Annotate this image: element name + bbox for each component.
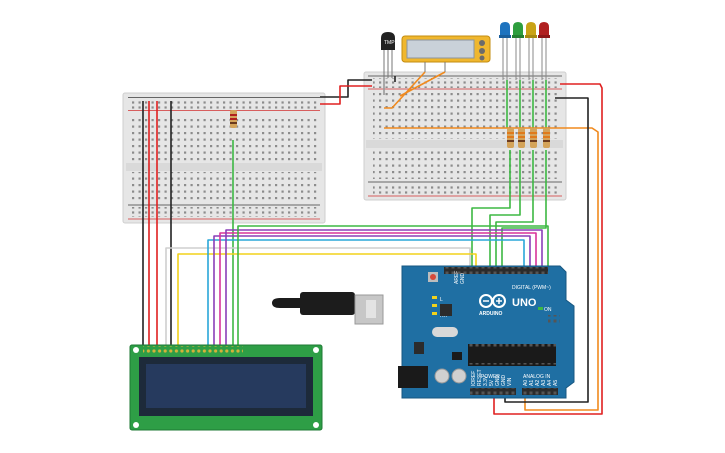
lcd-screen	[146, 364, 306, 408]
lcd-16x2[interactable]	[129, 344, 323, 431]
sensor-label: TMP	[384, 40, 395, 46]
wire-pink-lcd[interactable]	[219, 232, 537, 345]
pin-3v3-label: 3.3V	[483, 375, 489, 386]
usb-cable[interactable]	[272, 292, 384, 325]
pin-a1-label: A1	[529, 380, 535, 386]
pin-vin-label: VIN	[507, 377, 513, 386]
pin-gnd2-label: GND	[501, 375, 507, 387]
wire-red-bridge[interactable]	[320, 85, 372, 105]
pin-gnd1-label: GND	[495, 375, 501, 387]
wire-orange-display[interactable]	[399, 71, 446, 97]
digital-label: DIGITAL (PWM~)	[512, 285, 551, 291]
led-l-label: L	[440, 297, 443, 303]
breadboard-right	[363, 71, 567, 201]
microcontroller	[468, 344, 556, 366]
led-yellow[interactable]	[525, 22, 537, 80]
lcd-pin-header	[143, 346, 243, 353]
pin-a4-label: A4	[547, 380, 553, 386]
wire-green-led4[interactable]	[501, 150, 547, 268]
crystal	[432, 327, 458, 337]
wire-yellow-lcd[interactable]	[177, 253, 477, 345]
wire-green-led3[interactable]	[495, 150, 534, 268]
resistor-3[interactable]	[530, 128, 537, 148]
wire-blue-lcd[interactable]	[207, 239, 525, 345]
wire-green-led2[interactable]	[489, 150, 521, 268]
pin-a5-label: A5	[553, 380, 559, 386]
wire-purple-lcd2[interactable]	[225, 229, 543, 345]
power-pin-labels: IOREF RESET 3.3V 5V GND GND VIN	[471, 369, 513, 386]
wire-black-bridge[interactable]	[320, 79, 372, 98]
capacitor-2	[451, 368, 467, 384]
wires	[142, 71, 603, 415]
wire-purple-lcd1[interactable]	[213, 235, 531, 345]
pin-a0-label: A0	[523, 380, 529, 386]
pin-ioref-label: IOREF	[471, 371, 477, 386]
resistor-4[interactable]	[543, 128, 550, 148]
usb-chip	[440, 304, 452, 316]
icsp-header	[548, 315, 560, 323]
wire-green-lcd[interactable]	[237, 225, 549, 345]
breadboard-left	[122, 92, 326, 224]
wire-orange-sensor[interactable]	[384, 71, 426, 109]
on-label: ON	[544, 307, 552, 313]
arduino-brand: ARDUINO	[479, 311, 502, 317]
pin-gnd-label: GND	[460, 273, 466, 285]
voltage-regulator	[414, 342, 424, 354]
pin-aref-label: AREF	[454, 271, 460, 284]
led-row	[499, 22, 550, 80]
power-label: POWER	[481, 374, 500, 380]
temperature-sensor[interactable]: TMP	[381, 32, 395, 78]
arduino-logo	[479, 294, 506, 308]
wire-orange-long[interactable]	[384, 127, 599, 411]
resistor-1[interactable]	[507, 128, 514, 148]
arduino-model: UNO	[512, 297, 537, 309]
pin-5v-label: 5V	[489, 379, 495, 386]
wire-red-long[interactable]	[493, 83, 603, 415]
led-green[interactable]	[512, 22, 524, 80]
resistor-pot[interactable]	[230, 110, 237, 128]
wire-green-led1[interactable]	[471, 150, 511, 268]
display-module[interactable]	[401, 35, 491, 72]
capacitor-1	[434, 368, 450, 384]
analog-pin-labels: A0 A1 A2 A3 A4 A5	[523, 380, 559, 386]
resistor-2[interactable]	[518, 128, 525, 148]
analog-label: ANALOG IN	[523, 374, 551, 380]
resistor-bank	[507, 128, 550, 148]
pin-a2-label: A2	[535, 380, 541, 386]
pin-reset-label: RESET	[477, 369, 483, 386]
arduino-uno[interactable]: AREF GND DIGITAL (PWM~) L TX RX UNO ARDU…	[398, 265, 575, 399]
power-jack	[398, 366, 428, 388]
wire-gray-lcd[interactable]	[165, 247, 471, 345]
pin-a3-label: A3	[541, 380, 547, 386]
led-red[interactable]	[538, 22, 550, 80]
led-blue[interactable]	[499, 22, 511, 80]
